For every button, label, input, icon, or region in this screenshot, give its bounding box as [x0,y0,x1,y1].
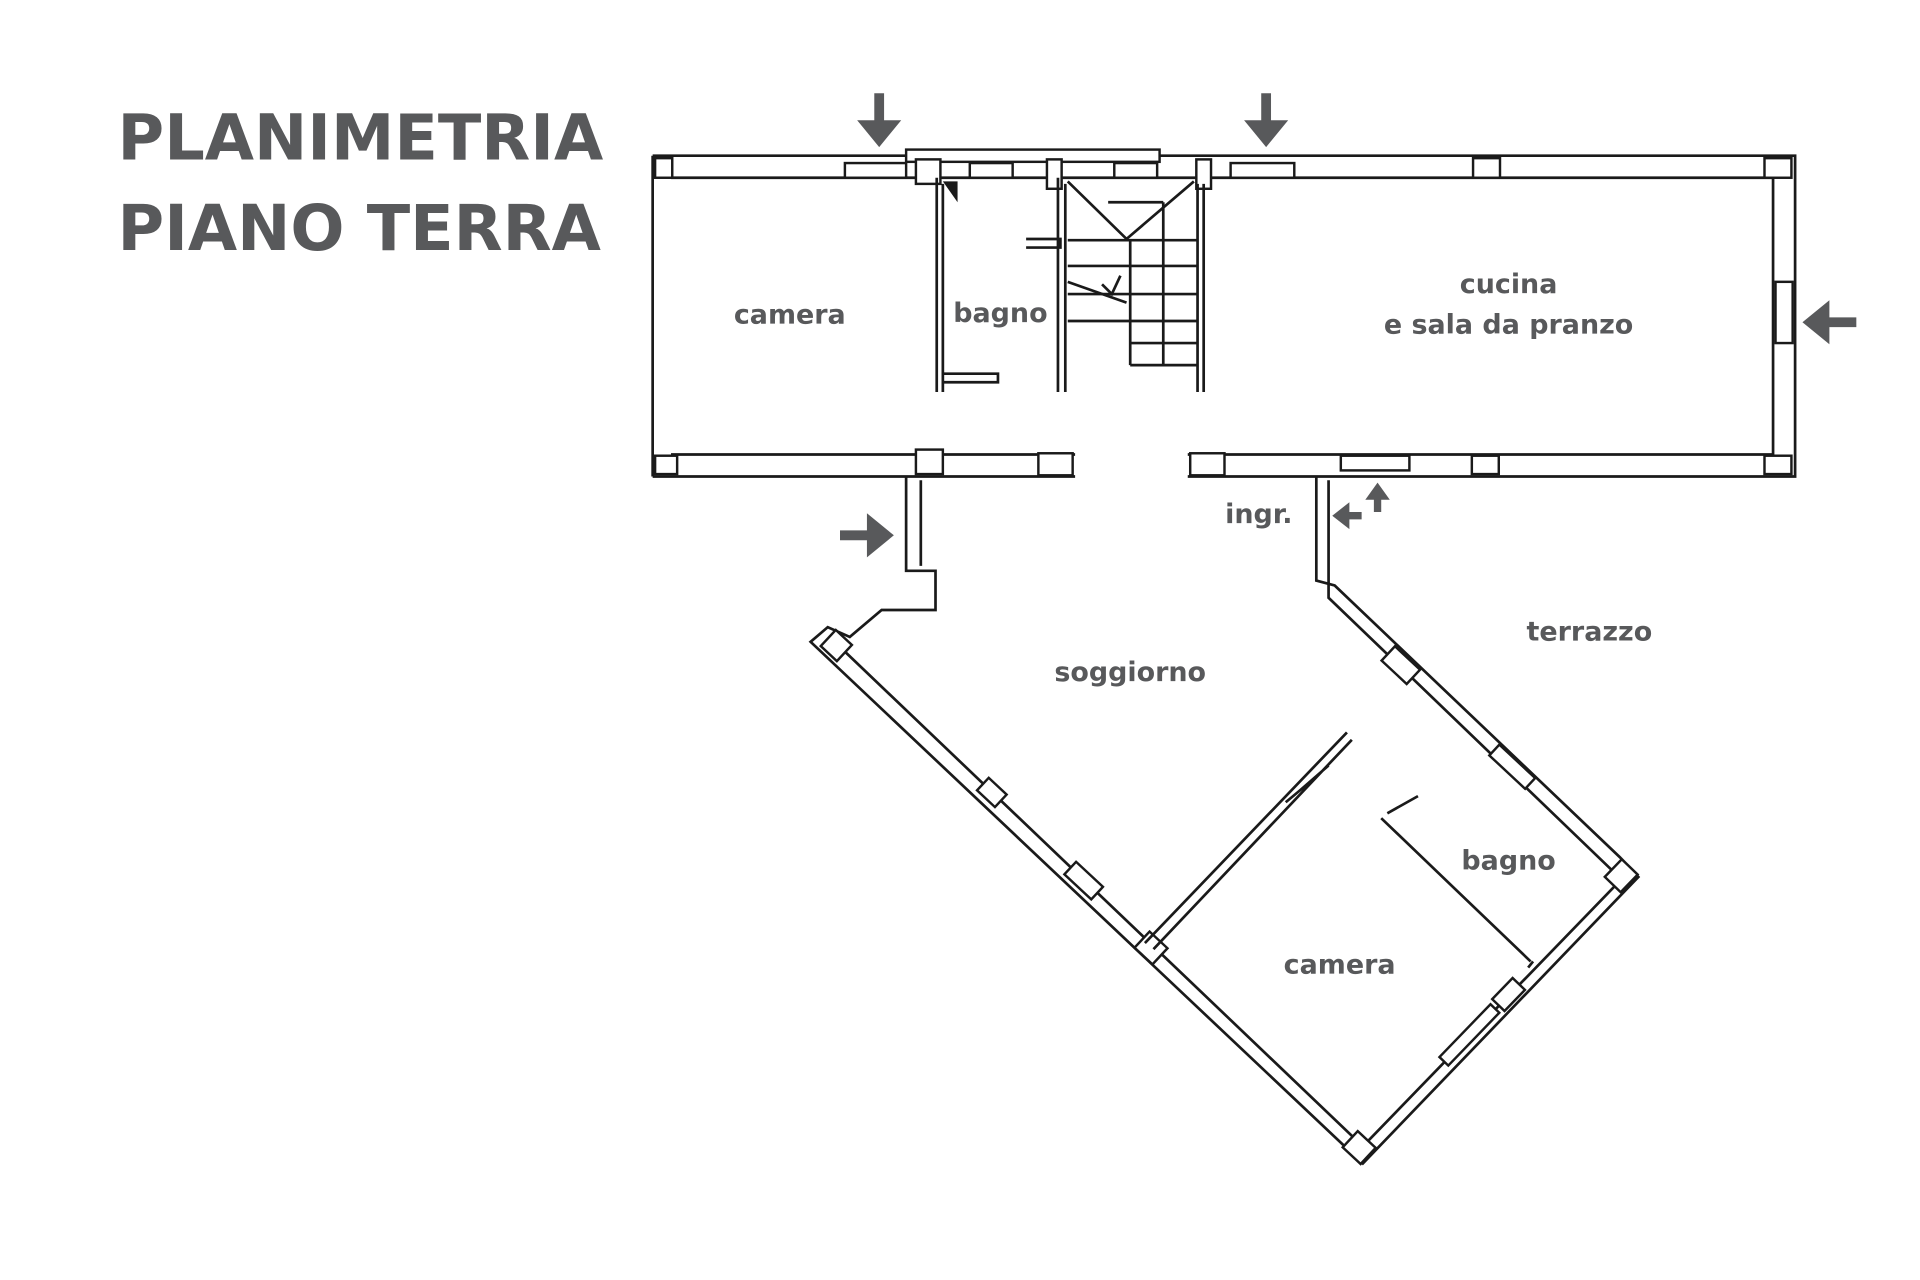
arrow-left-small-icon [1332,502,1362,530]
upper-wing-walls [651,148,1797,478]
room-label-bagno-top: bagno [953,298,1047,329]
room-label-soggiorno: soggiorno [1054,657,1206,688]
room-label-bagno-bottom: bagno [1461,846,1555,877]
arrow-left-icon [1802,300,1857,345]
room-label-camera-bottom: camera [1284,950,1396,981]
room-label-cucina: cucina [1460,269,1558,300]
room-label-sala-da-pranzo: e sala da pranzo [1384,309,1633,340]
title-line-2: PIANO TERRA [118,192,601,266]
lower-wing-walls [808,476,1641,1166]
staircase [1066,180,1198,367]
arrow-up-small-icon [1365,482,1390,513]
room-label-terrazzo: terrazzo [1527,617,1653,648]
title-line-1: PLANIMETRIA [118,101,604,175]
arrow-right-icon [840,513,894,558]
arrow-down-icon [857,93,902,148]
room-label-camera-top: camera [734,299,846,330]
arrow-down-icon [1244,93,1289,148]
room-label-ingresso: ingr. [1225,499,1292,530]
